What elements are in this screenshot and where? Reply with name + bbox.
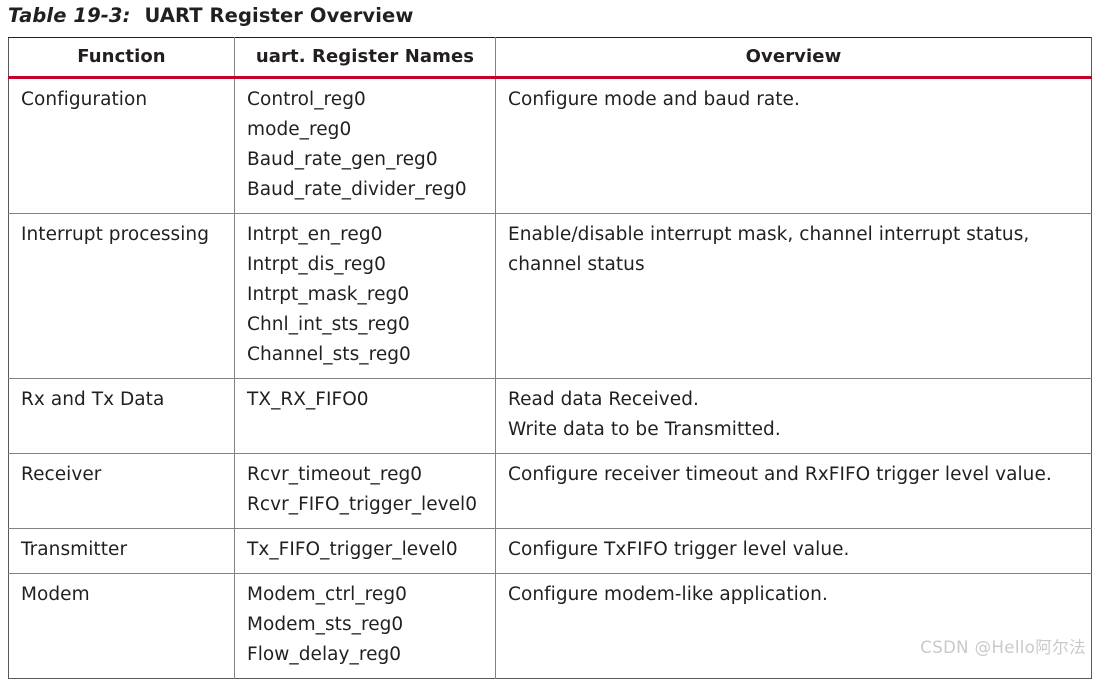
cell-overview: Configure mode and baud rate. <box>496 78 1092 214</box>
register-name: mode_reg0 <box>247 119 352 140</box>
overview-line: Read data Received. <box>508 389 699 410</box>
cell-register-names: Control_reg0 mode_reg0 Baud_rate_gen_reg… <box>234 77 496 214</box>
table-caption: Table 19-3: UART Register Overview <box>8 3 413 29</box>
function-label: Interrupt processing <box>21 224 210 245</box>
cell-function: Receiver <box>8 453 235 529</box>
function-label: Receiver <box>21 464 102 485</box>
cell-function: Rx and Tx Data <box>8 378 235 454</box>
register-name: Chnl_int_sts_reg0 <box>247 314 410 335</box>
overview-line: Write data to be Transmitted. <box>508 419 781 440</box>
cell-overview: Configure receiver timeout and RxFIFO tr… <box>495 453 1092 529</box>
table-header-row: Function uart. Register Names Overview <box>8 37 1092 79</box>
cell-function: Modem <box>8 573 235 679</box>
table-row: Interrupt processing Intrpt_en_reg0 Intr… <box>8 213 1092 379</box>
register-name: Channel_sts_reg0 <box>247 344 411 365</box>
table-row: Configuration Control_reg0 mode_reg0 Bau… <box>8 77 1092 214</box>
function-label: Configuration <box>21 89 148 110</box>
table-caption-label: Table 19-3: <box>8 4 131 27</box>
column-header-function: Function <box>8 37 235 79</box>
register-name: Intrpt_mask_reg0 <box>247 284 410 305</box>
cell-overview: Configure modem-like application. <box>495 573 1092 679</box>
uart-register-table-container: Function uart. Register Names Overview C… <box>8 37 1092 679</box>
register-name: TX_RX_FIFO0 <box>247 389 369 410</box>
cell-register-names: Tx_FIFO_trigger_level0 <box>234 528 496 574</box>
column-header-overview: Overview <box>495 37 1092 79</box>
register-name: Baud_rate_gen_reg0 <box>247 149 438 170</box>
cell-function: Transmitter <box>8 528 235 574</box>
overview-line: Configure mode and baud rate. <box>508 89 800 110</box>
cell-overview: Configure TxFIFO trigger level value. <box>495 528 1092 574</box>
cell-overview: Enable/disable interrupt mask, channel i… <box>495 213 1092 379</box>
function-label: Modem <box>21 584 90 605</box>
register-name: Rcvr_FIFO_trigger_level0 <box>247 494 478 515</box>
register-name: Flow_delay_reg0 <box>247 644 402 665</box>
register-name: Baud_rate_divider_reg0 <box>247 179 467 200</box>
cell-register-names: Intrpt_en_reg0 Intrpt_dis_reg0 Intrpt_ma… <box>234 213 496 379</box>
cell-overview: Read data Received. Write data to be Tra… <box>495 378 1092 454</box>
overview-line: channel status <box>508 254 645 275</box>
cell-register-names: TX_RX_FIFO0 <box>234 378 496 454</box>
register-name: Modem_ctrl_reg0 <box>247 584 407 605</box>
register-name: Intrpt_en_reg0 <box>247 224 383 245</box>
register-name: Tx_FIFO_trigger_level0 <box>247 539 458 560</box>
overview-line: Enable/disable interrupt mask, channel i… <box>508 224 1030 245</box>
table-row: Rx and Tx Data TX_RX_FIFO0 Read data Rec… <box>8 378 1092 454</box>
cell-register-names: Modem_ctrl_reg0 Modem_sts_reg0 Flow_dela… <box>234 573 496 679</box>
cell-function: Configuration <box>8 77 235 214</box>
csdn-watermark: CSDN @Hello阿尔法 <box>920 638 1086 657</box>
cell-function: Interrupt processing <box>8 213 235 379</box>
document-page: Table 19-3: UART Register Overview Functi… <box>8 3 1092 679</box>
table-row: Transmitter Tx_FIFO_trigger_level0 Confi… <box>8 528 1092 574</box>
table-row: Receiver Rcvr_timeout_reg0 Rcvr_FIFO_tri… <box>8 453 1092 529</box>
cell-register-names: Rcvr_timeout_reg0 Rcvr_FIFO_trigger_leve… <box>234 453 496 529</box>
register-name: Intrpt_dis_reg0 <box>247 254 386 275</box>
overview-line: Configure TxFIFO trigger level value. <box>508 539 850 560</box>
register-name: Modem_sts_reg0 <box>247 614 404 635</box>
table-row: Modem Modem_ctrl_reg0 Modem_sts_reg0 Flo… <box>8 573 1092 679</box>
table-caption-title: UART Register Overview <box>144 4 414 27</box>
function-label: Rx and Tx Data <box>21 389 165 410</box>
register-name: Rcvr_timeout_reg0 <box>247 464 423 485</box>
function-label: Transmitter <box>21 539 128 560</box>
register-name: Control_reg0 <box>247 89 366 110</box>
overview-line: Configure modem-like application. <box>508 584 828 605</box>
overview-line: Configure receiver timeout and RxFIFO tr… <box>508 464 1052 485</box>
table-body: Configuration Control_reg0 mode_reg0 Bau… <box>8 77 1092 679</box>
column-header-register-names: uart. Register Names <box>234 37 496 79</box>
uart-register-table: Function uart. Register Names Overview C… <box>8 37 1092 679</box>
table-header: Function uart. Register Names Overview <box>8 37 1092 79</box>
